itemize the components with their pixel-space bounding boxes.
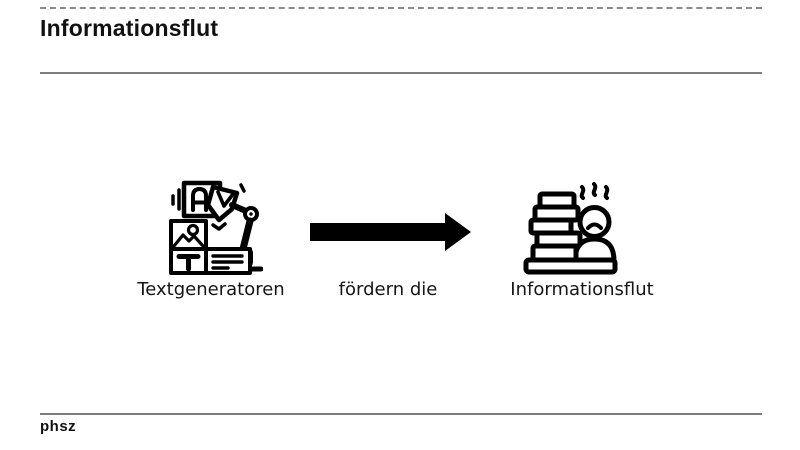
footer-rule (40, 413, 762, 415)
phsz-logo: phsz (40, 418, 77, 435)
paper-stack-stressed-person-icon (523, 180, 618, 275)
caption-informationsflut: Informationsflut (510, 279, 654, 300)
text-generator-robot-arm-icon (168, 180, 263, 275)
arrow-right-icon (310, 210, 472, 254)
top-dashed-rule (40, 7, 762, 9)
caption-textgeneratoren: Textgeneratoren (137, 279, 285, 300)
header-rule (40, 72, 762, 74)
page-title: Informationsflut (40, 15, 219, 41)
caption-foerdern-die: fördern die (338, 279, 438, 300)
